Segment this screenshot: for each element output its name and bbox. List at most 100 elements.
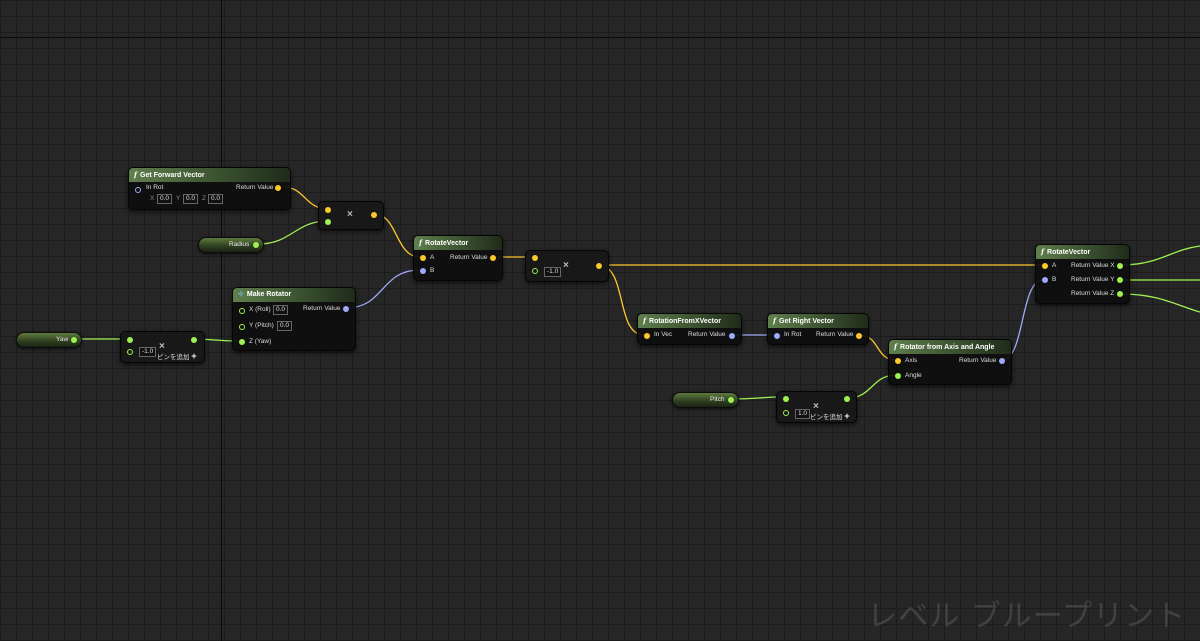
multiply-icon: × [813, 401, 819, 412]
axis-label: Axis [905, 357, 918, 364]
multiply-2-value[interactable]: -1.0 [544, 267, 562, 277]
roll-label: X (Roll) [249, 306, 271, 313]
function-icon: f [419, 238, 423, 247]
rotate-vector-2-b-pin[interactable] [1042, 277, 1048, 283]
get-right-in-label: In Rot [784, 331, 802, 338]
x-component-label: X [150, 195, 155, 202]
z-component-input[interactable]: 0.0 [208, 194, 224, 204]
radius-variable-node[interactable]: Radius [198, 237, 264, 253]
in-rot-pin[interactable] [135, 187, 141, 193]
wire-rotate2-z-out [1119, 293, 1200, 313]
make-rotator-out-pin[interactable] [343, 306, 349, 312]
multiply-2-in-a-pin[interactable] [532, 255, 538, 261]
rotate-vector-2-title: RotateVector [1047, 249, 1091, 256]
pitch-variable-node[interactable]: Pitch [672, 392, 739, 408]
pitch-var-out-pin[interactable] [728, 397, 734, 403]
multiply-pitch-in-a-pin[interactable] [783, 396, 789, 402]
return-value-x-pin[interactable] [1117, 263, 1123, 269]
in-rot-label: In Rot [146, 184, 164, 191]
angle-pin[interactable] [895, 373, 901, 379]
roll-input[interactable]: 0.0 [273, 305, 289, 315]
multiply-1-in-a-pin[interactable] [325, 207, 331, 213]
y-component-label: Y [176, 195, 181, 202]
roll-pin[interactable] [239, 308, 245, 314]
z-component-label: Z [202, 195, 206, 202]
rotation-from-x-in-label: In Vec [654, 331, 673, 338]
multiply-yaw-value[interactable]: -1.0 [139, 347, 157, 357]
axis-angle-out-pin[interactable] [999, 358, 1005, 364]
make-rotator-title: Make Rotator [246, 291, 292, 298]
rotate-vector-2-a-pin[interactable] [1042, 263, 1048, 269]
rotation-from-x-in-pin[interactable] [644, 333, 650, 339]
pitch-pin[interactable] [239, 324, 245, 330]
multiply-icon: × [563, 260, 569, 271]
rotate-vector-1-out-pin[interactable] [490, 255, 496, 261]
x-component-input[interactable]: 0.0 [157, 194, 173, 204]
yaw-var-out-pin[interactable] [71, 337, 77, 343]
rotation-from-x-out-pin[interactable] [729, 333, 735, 339]
multiply-node-1[interactable]: × [318, 201, 384, 230]
axis-pin[interactable] [895, 358, 901, 364]
multiply-yaw-in-b-pin[interactable] [127, 349, 133, 355]
multiply-node-2[interactable]: -1.0 × [525, 250, 609, 282]
multiply-2-out-pin[interactable] [596, 263, 602, 269]
make-rotator-node[interactable]: ⊹Make Rotator X (Roll) 0.0 Return Value … [232, 287, 356, 351]
grid-origin-horizontal [0, 37, 1200, 38]
make-rotator-header[interactable]: ⊹Make Rotator [233, 288, 355, 302]
rotate-vector-1-a-pin[interactable] [420, 255, 426, 261]
pitch-input[interactable]: 0.0 [277, 321, 293, 331]
rotator-from-axis-angle-title: Rotator from Axis and Angle [900, 344, 995, 351]
multiply-2-in-b-pin[interactable] [532, 268, 538, 274]
get-forward-vector-title: Get Forward Vector [140, 172, 205, 179]
multiply-1-in-b-pin[interactable] [325, 219, 331, 225]
multiply-pitch-value[interactable]: 1.0 [795, 409, 811, 419]
multiply-icon: × [347, 209, 353, 220]
return-value-y-pin[interactable] [1117, 277, 1123, 283]
multiply-yaw-out-pin[interactable] [191, 337, 197, 343]
multiply-yaw-in-a-pin[interactable] [127, 337, 133, 343]
yaw-variable-node[interactable]: Yaw [16, 332, 82, 348]
grid-origin-vertical [221, 0, 222, 641]
yaw-pin[interactable] [239, 339, 245, 345]
radius-out-pin[interactable] [253, 242, 259, 248]
level-blueprint-watermark: レベル ブループリント [867, 599, 1186, 634]
return-value-x-label: Return Value X [1071, 262, 1115, 269]
make-rotator-out-label: Return Value [303, 305, 341, 312]
multiply-icon: × [159, 341, 165, 352]
multiply-pitch-in-b-pin[interactable] [783, 410, 789, 416]
add-pin-button[interactable]: ピンを追加 + [810, 412, 850, 422]
multiply-pitch-out-pin[interactable] [844, 396, 850, 402]
add-pin-button[interactable]: ピンを追加 + [157, 352, 197, 362]
rotate-vector-2-a-label: A [1052, 262, 1057, 269]
wire-rotate2-x-out [1119, 245, 1200, 266]
y-component-input[interactable]: 0.0 [183, 194, 199, 204]
add-pin-label: ピンを追加 [810, 414, 843, 421]
rotate-vector-2-b-label: B [1052, 276, 1057, 283]
get-right-in-pin[interactable] [774, 333, 780, 339]
rotation-from-x-vector-title: RotationFromXVector [649, 318, 721, 325]
get-right-out-pin[interactable] [856, 333, 862, 339]
get-right-vector-title: Get Right Vector [779, 318, 834, 325]
multiply-yaw-node[interactable]: -1.0 × ピンを追加 + [120, 331, 205, 363]
return-value-pin[interactable] [275, 185, 281, 191]
multiply-1-out-pin[interactable] [371, 212, 377, 218]
plus-icon: + [844, 411, 850, 421]
function-icon: f [894, 342, 898, 351]
multiply-pitch-node[interactable]: 1.0 × ピンを追加 + [776, 391, 857, 423]
rotate-vector-1-b-pin[interactable] [420, 268, 426, 274]
return-value-z-pin[interactable] [1117, 291, 1123, 297]
pitch-label: Y (Pitch) [249, 322, 274, 329]
